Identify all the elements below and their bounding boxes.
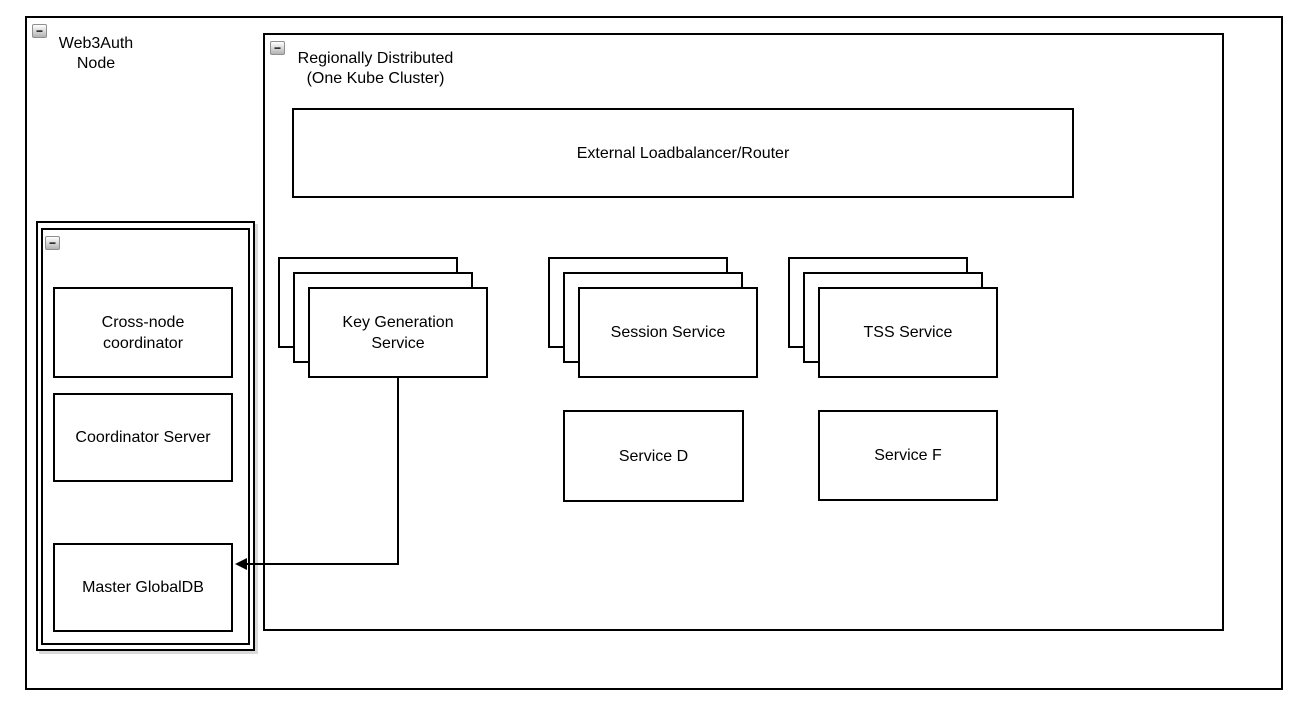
- cross-node-coordinator-label: Cross-node coordinator: [101, 313, 185, 352]
- edge-keygen-to-globaldb-horizontal: [246, 563, 399, 565]
- key-generation-service-node[interactable]: Key Generation Service: [308, 287, 488, 378]
- arrowhead-left-icon: [235, 558, 247, 570]
- session-service-node[interactable]: Session Service: [578, 287, 758, 378]
- tss-service-node[interactable]: TSS Service: [818, 287, 998, 378]
- master-globaldb-label: Master GlobalDB: [82, 579, 204, 596]
- service-f-node[interactable]: Service F: [818, 410, 998, 501]
- key-generation-service-label: Key Generation Service: [342, 313, 454, 352]
- service-f-label: Service F: [874, 447, 942, 464]
- collapse-minus-icon[interactable]: −: [45, 236, 60, 250]
- session-service-stack[interactable]: Session Service: [548, 257, 758, 378]
- tss-service-stack[interactable]: TSS Service: [788, 257, 998, 378]
- cross-node-coordinator-node[interactable]: Cross-node coordinator: [53, 287, 233, 378]
- key-generation-service-stack[interactable]: Key Generation Service: [278, 257, 488, 378]
- edge-keygen-to-globaldb-vertical: [397, 377, 399, 565]
- coordinator-server-label: Coordinator Server: [75, 429, 211, 446]
- coordinator-server-node[interactable]: Coordinator Server: [53, 393, 233, 482]
- service-d-label: Service D: [618, 447, 689, 465]
- kube-cluster-label: Regionally Distributed (One Kube Cluster…: [297, 50, 454, 87]
- session-service-label: Session Service: [610, 324, 726, 341]
- external-loadbalancer-node[interactable]: External Loadbalancer/Router: [292, 108, 1074, 198]
- tss-service-label: TSS Service: [863, 324, 953, 341]
- service-d-node[interactable]: Service D: [563, 410, 744, 502]
- web3auth-node-label: Web3Auth Node: [58, 35, 134, 72]
- external-loadbalancer-label: External Loadbalancer/Router: [576, 144, 790, 162]
- collapse-minus-icon[interactable]: −: [32, 24, 47, 38]
- master-globaldb-node[interactable]: Master GlobalDB: [53, 543, 233, 632]
- collapse-minus-icon[interactable]: −: [270, 41, 285, 55]
